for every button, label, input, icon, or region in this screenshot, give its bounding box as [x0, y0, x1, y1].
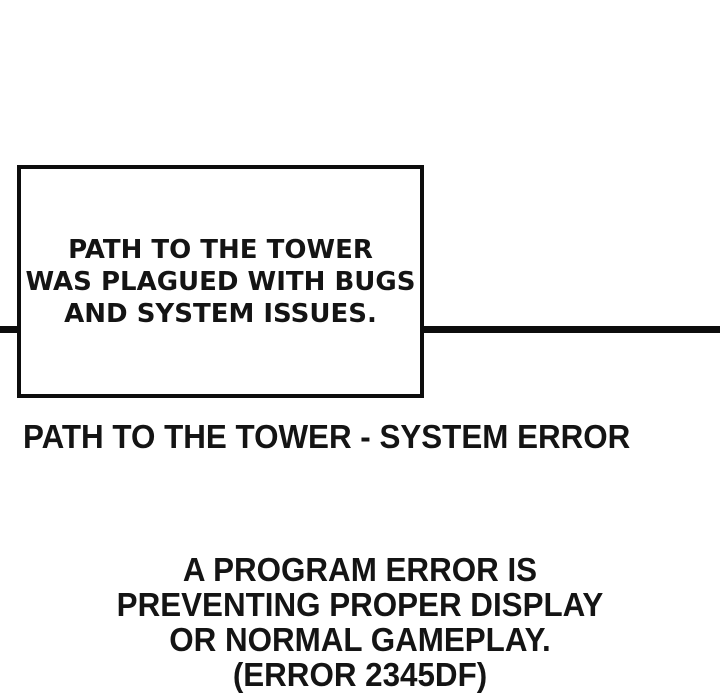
speech-box: PATH TO THE TOWER WAS PLAGUED WITH BUGS …: [17, 165, 424, 398]
system-error-line: (ERROR 2345DF): [232, 656, 488, 693]
speech-box-line: AND SYSTEM ISSUES.: [64, 298, 377, 329]
speech-box-text: PATH TO THE TOWER WAS PLAGUED WITH BUGS …: [26, 234, 416, 330]
panel-caption: PATH TO THE TOWER - SYSTEM ERROR: [23, 418, 631, 455]
system-error-line: OR NORMAL GAMEPLAY.: [169, 621, 551, 658]
system-error-line: PREVENTING PROPER DISPLAY: [116, 586, 604, 623]
speech-box-line: PATH TO THE TOWER: [68, 234, 373, 265]
system-error-message: A PROGRAM ERROR IS PREVENTING PROPER DIS…: [18, 552, 702, 692]
system-error-line: A PROGRAM ERROR IS: [182, 551, 538, 588]
speech-box-line: WAS PLAGUED WITH BUGS: [25, 266, 416, 297]
